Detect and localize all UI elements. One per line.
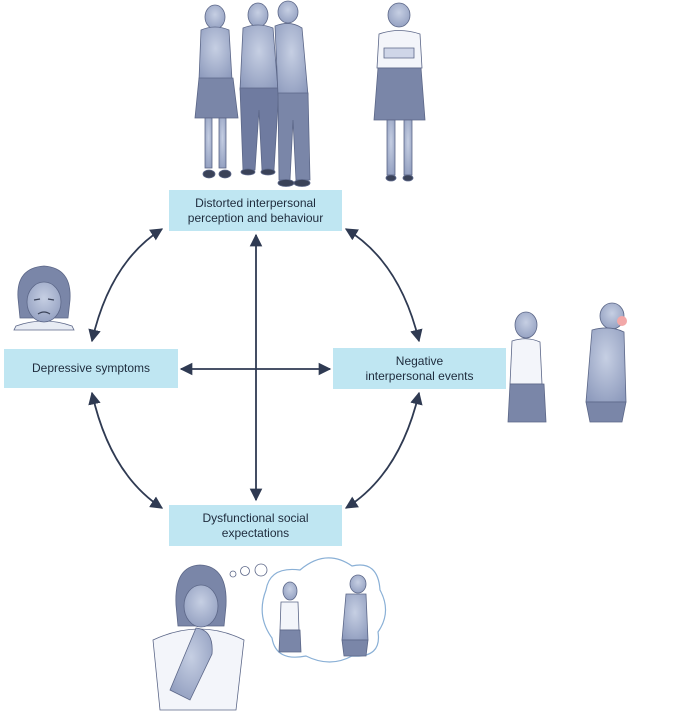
group-of-friends-illustration (194, 0, 311, 187)
node-label-line: Dysfunctional social (202, 510, 309, 525)
arrow-right-bottom (344, 391, 423, 509)
node-dysfunctional-social-expectations: Dysfunctional social expectations (169, 505, 342, 546)
node-depressive-symptoms: Depressive symptoms (4, 349, 178, 388)
node-label-line: interpersonal events (365, 368, 474, 383)
thinking-person-illustration (152, 557, 387, 711)
node-label-line: Distorted interpersonal (195, 195, 316, 210)
arrow-left-bottom (88, 391, 164, 509)
arrow-top-left (88, 228, 164, 343)
node-label-line: Negative (395, 353, 444, 368)
sad-face-illustration (13, 265, 75, 331)
node-label-line: expectations (221, 525, 290, 540)
couple-turned-away-illustration (507, 302, 627, 423)
node-label-line: Depressive symptoms (31, 361, 151, 375)
node-distorted-interpersonal-perception: Distorted interpersonal perception and b… (169, 190, 342, 231)
standing-woman-illustration (373, 2, 426, 182)
node-negative-interpersonal-events: Negative interpersonal events (333, 348, 506, 389)
arrow-top-right (344, 228, 423, 343)
node-label-line: perception and behaviour (187, 210, 324, 225)
